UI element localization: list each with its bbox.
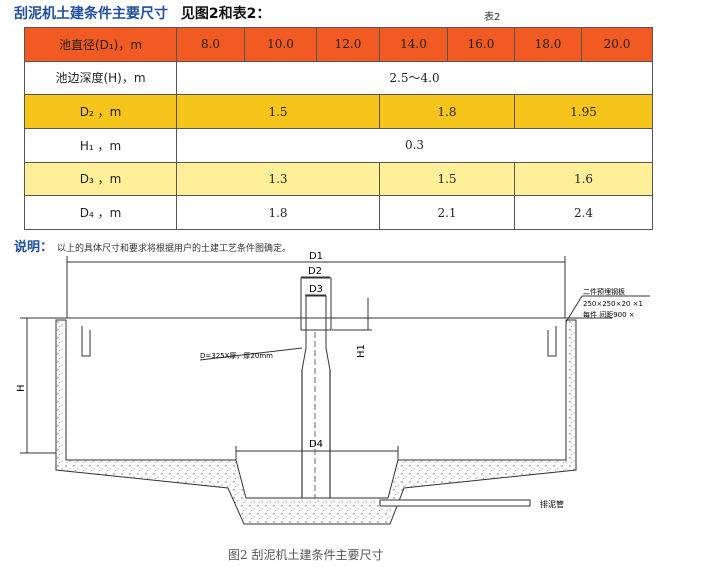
embed-plate-callout: 二件预埋钢板 250×250×20 ×1 每件 间距900 × xyxy=(565,287,650,323)
diameter-cell: 16.0 xyxy=(447,27,515,62)
table-number: 表2 xyxy=(484,12,501,23)
diameter-cell: 14.0 xyxy=(379,27,448,62)
sludge-outlet: 排泥管 xyxy=(379,499,564,509)
diameter-row: 池直径(D₁)，m 8.0 10.0 12.0 14.0 16.0 18.0 2… xyxy=(24,27,653,62)
diameter-cell: 8.0 xyxy=(176,27,245,62)
diameter-cell: 12.0 xyxy=(316,27,380,62)
d4-label: D4 xyxy=(309,439,323,450)
d4-value: 1.8 xyxy=(176,195,380,230)
h-label: H xyxy=(16,384,27,392)
diameter-cell: 18.0 xyxy=(514,27,582,62)
d3-label: D₃ ，m xyxy=(24,161,177,197)
d4-dimension: D4 xyxy=(235,439,399,460)
d2-dimension: D2 xyxy=(301,266,330,278)
d4-row: D₄ ，m 1.8 2.1 2.4 xyxy=(24,195,653,230)
d3-value: 1.6 xyxy=(514,161,653,197)
d1-label: D1 xyxy=(309,251,323,262)
note-text: 以上的具体尺寸和要求将根据用户的土建工艺条件图确定。 xyxy=(57,244,292,254)
depth-row: 池边深度(H)，m 2.5～4.0 xyxy=(24,60,653,96)
center-column xyxy=(300,277,332,510)
pipe-callout: D=325X厚，厚20mm xyxy=(199,347,303,361)
embed-callout-line3: 每件 间距900 × xyxy=(583,310,635,319)
figure-caption: 图2 刮泥机土建条件主要尺寸 xyxy=(228,548,384,562)
h1-label: H1 xyxy=(356,344,367,358)
d4-value: 2.4 xyxy=(514,195,653,230)
pipe-callout-text: D=325X厚，厚20mm xyxy=(200,352,273,360)
d2-value: 1.5 xyxy=(176,94,380,129)
title-text: 刮泥机土建条件主要尺寸 xyxy=(14,6,168,22)
diameter-cell: 20.0 xyxy=(581,27,653,62)
diameter-cell: 10.0 xyxy=(244,27,317,62)
d2-label: D₂ ，m xyxy=(24,94,177,129)
title-reference: 见图2和表2： xyxy=(180,6,271,22)
h1-value: 0.3 xyxy=(176,127,653,163)
outlet-label: 排泥管 xyxy=(540,499,564,509)
h1-row: H₁ ，m 0.3 xyxy=(24,127,653,163)
d3-dimension: D3 xyxy=(305,284,326,296)
embed-callout-line1: 二件预埋钢板 xyxy=(583,287,625,296)
d3-row: D₃ ，m 1.3 1.5 1.6 xyxy=(24,161,653,197)
h1-label: H₁ ，m xyxy=(24,127,177,163)
diameter-label: 池直径(D₁)，m xyxy=(24,27,177,62)
section-title: 刮泥机土建条件主要尺寸 见图2和表2： xyxy=(14,3,270,23)
d3-value: 1.3 xyxy=(176,161,380,197)
h-dimension: H xyxy=(16,318,58,454)
h1-dimension: H1 xyxy=(332,298,372,358)
tank-concrete-section xyxy=(55,319,577,525)
dimensions-table: 池直径(D₁)，m 8.0 10.0 12.0 14.0 16.0 18.0 2… xyxy=(24,27,653,230)
left-launder xyxy=(81,326,91,357)
d3-label: D3 xyxy=(309,284,323,295)
tank-section-drawing: D1 D2 D3 H1 H xyxy=(16,251,650,525)
note-label: 说明： xyxy=(14,240,54,255)
depth-value: 2.5～4.0 xyxy=(176,60,653,96)
d1-dimension: D1 xyxy=(66,251,566,318)
right-launder xyxy=(547,326,557,357)
d2-value: 1.95 xyxy=(514,94,653,129)
d2-value: 1.8 xyxy=(379,94,515,129)
d2-label: D2 xyxy=(308,266,322,277)
d4-label: D₄ ，m xyxy=(24,195,177,230)
depth-label: 池边深度(H)，m xyxy=(24,60,177,96)
d3-value: 1.5 xyxy=(379,161,515,197)
d2-row: D₂ ，m 1.5 1.8 1.95 xyxy=(24,94,653,129)
d4-value: 2.1 xyxy=(379,195,515,230)
embed-callout-line2: 250×250×20 ×1 xyxy=(583,300,643,308)
note: 说明：以上的具体尺寸和要求将根据用户的土建工艺条件图确定。 xyxy=(14,236,291,255)
